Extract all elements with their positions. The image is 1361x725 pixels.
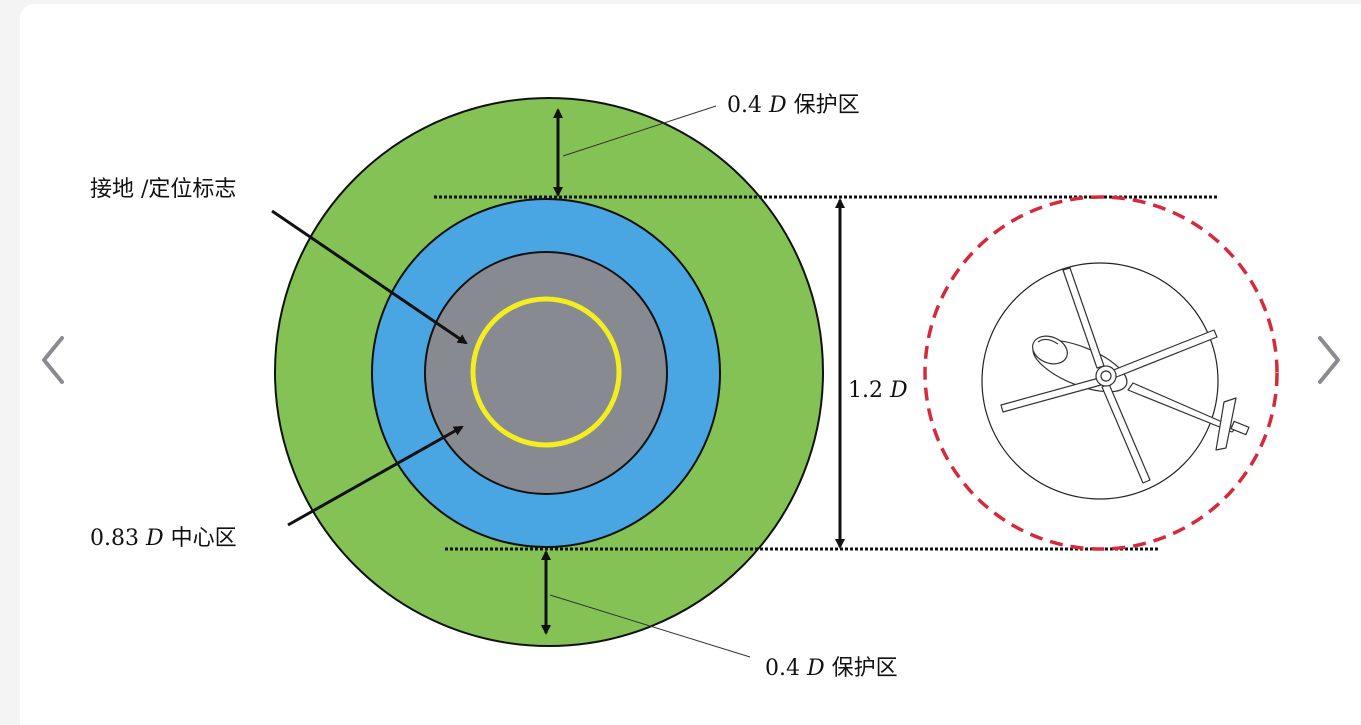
label-center-zone: 0.83 D 中心区 (90, 526, 237, 551)
prev-button[interactable] (34, 330, 74, 390)
leader-protect-top (562, 105, 717, 157)
gray-center-zone (424, 251, 668, 495)
leader-protect-bottom (549, 594, 751, 658)
helicopter-icon (1000, 267, 1250, 484)
label-marker: 接地 /定位标志 (90, 177, 236, 202)
center-zone-pointer-arrow (287, 425, 464, 527)
marker-ring (470, 296, 622, 448)
chevron-left-icon (42, 336, 64, 384)
chevron-right-icon (1318, 336, 1340, 384)
next-button[interactable] (1308, 330, 1348, 390)
dashed-rotor-circle (923, 195, 1279, 551)
label-protect-bottom: 0.4 D 保护区 (765, 656, 898, 681)
label-height: 1.2 D (848, 378, 908, 403)
marker-pointer-arrow (271, 209, 468, 345)
label-protect-top: 0.4 D 保护区 (727, 93, 860, 118)
